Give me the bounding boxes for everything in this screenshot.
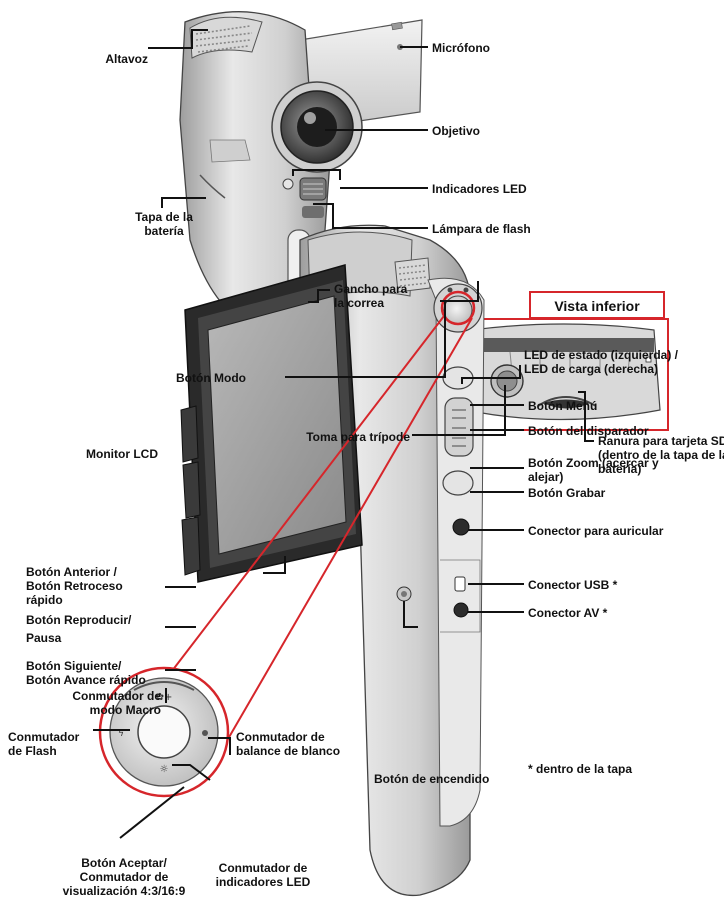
label-dentro-tapa: * dentro de la tapa [528, 762, 633, 776]
camera-top-view [179, 11, 423, 331]
label-toma-tripode: Toma para trípode [306, 430, 410, 444]
svg-text:ϟ: ϟ [118, 729, 124, 739]
label-conector-av: Conector AV * [528, 606, 608, 620]
label-boton-reproducir: Botón Reproducir/Pausa [26, 613, 132, 645]
label-boton-menu: Botón Menú [528, 399, 598, 413]
svg-text:✿+: ✿+ [156, 692, 173, 703]
magnified-dial: ✿+ ☼ ϟ [98, 666, 230, 798]
lcd-monitor [180, 264, 363, 583]
label-vista-inferior: Vista inferior [554, 298, 640, 314]
label-indicadores-led: Indicadores LED [432, 182, 527, 196]
label-boton-disparador: Botón del disparador [528, 424, 649, 438]
label-monitor-lcd: Monitor LCD [86, 447, 158, 461]
speaker-grill [189, 16, 263, 59]
label-ranura-sd: Ranura para tarjeta SD/MMC(dentro de la … [598, 434, 724, 476]
label-boton-siguiente: Botón Siguiente/Botón Avance rápido [26, 659, 146, 687]
label-conector-usb: Conector USB * [528, 578, 618, 592]
label-altavoz: Altavoz [105, 52, 148, 66]
label-boton-grabar: Botón Grabar [528, 486, 606, 500]
label-led-estado: LED de estado (izquierda) /LED de carga … [524, 348, 679, 376]
label-objetivo: Objetivo [432, 124, 481, 138]
bottom-view-title-box: Vista inferior [529, 291, 665, 319]
svg-text:☼: ☼ [160, 764, 169, 775]
label-lampara-flash: Lámpara de flash [432, 222, 531, 236]
label-boton-modo: Botón Modo [176, 371, 246, 385]
leader-lines [93, 29, 594, 839]
label-boton-encendido: Botón de encendido [374, 772, 490, 786]
bottom-view-box [457, 318, 669, 431]
label-conector-auricular: Conector para auricular [528, 524, 664, 538]
label-microfono: Micrófono [432, 41, 490, 55]
